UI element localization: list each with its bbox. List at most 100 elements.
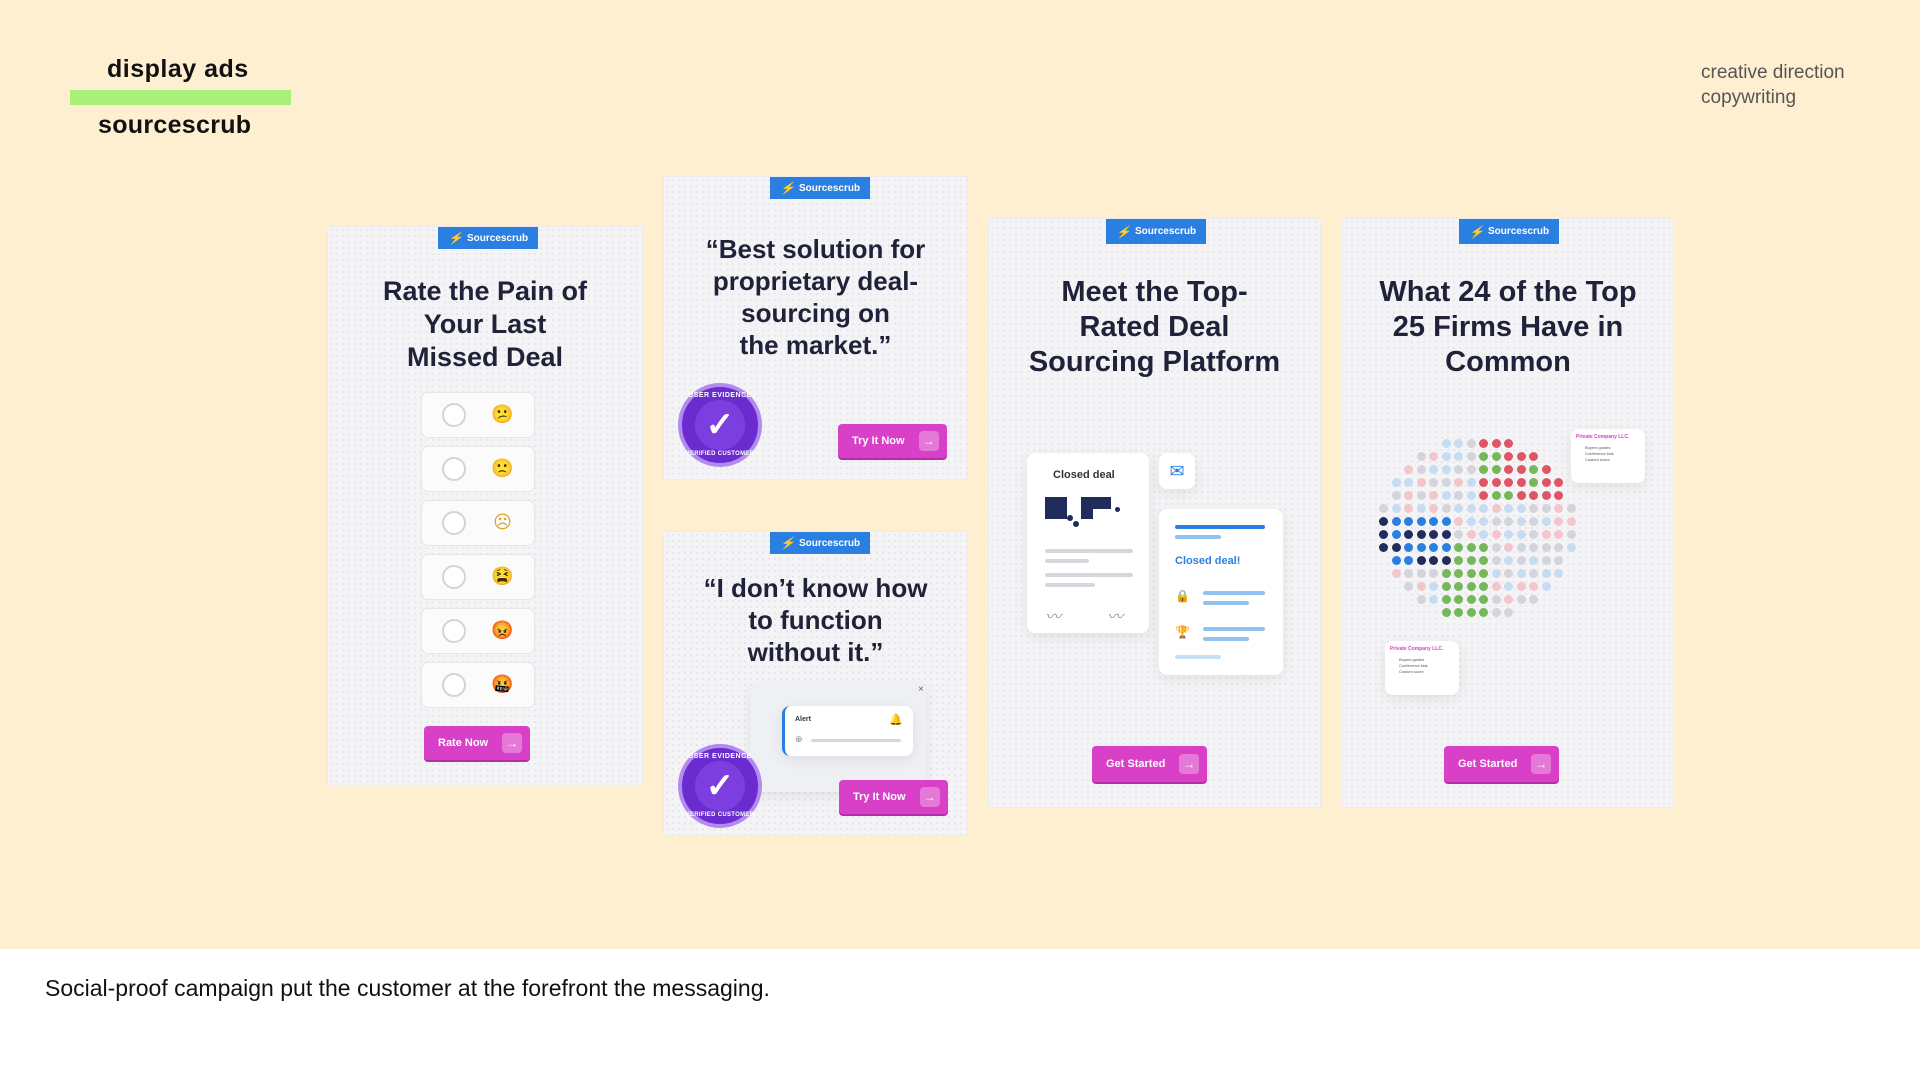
map-dot	[1441, 608, 1451, 617]
handshake-icon	[1045, 497, 1125, 531]
rating-option[interactable]: 😡	[421, 608, 535, 654]
radio-button[interactable]	[442, 511, 466, 535]
map-dot	[1479, 452, 1488, 461]
map-dot	[1454, 452, 1463, 461]
tired-emoji-icon: 😫	[491, 566, 514, 586]
map-dot	[1516, 569, 1526, 578]
rate-now-button[interactable]: Rate Now →	[424, 726, 531, 760]
client-name: sourcescrub	[98, 111, 252, 139]
brand-mark-icon: ⚡	[1469, 224, 1484, 239]
map-dot	[1441, 478, 1451, 487]
map-dot	[1416, 582, 1426, 591]
try-it-now-button[interactable]: Try It Now →	[839, 780, 948, 814]
rating-option[interactable]: 😫	[421, 554, 535, 600]
map-dot	[1391, 504, 1401, 513]
sourcescrub-logo: ⚡ Sourcescrub	[1459, 219, 1560, 244]
rating-option[interactable]: 🤬	[421, 662, 535, 708]
map-dot	[1416, 595, 1426, 604]
map-dot	[1429, 595, 1438, 604]
map-dot	[1554, 478, 1563, 487]
map-dot	[1441, 582, 1451, 591]
map-dot	[1479, 595, 1488, 604]
brand-mark-icon: ⚡	[1116, 224, 1131, 239]
map-dot	[1429, 517, 1438, 526]
map-dot	[1441, 530, 1451, 539]
map-dot	[1416, 517, 1426, 526]
map-dot	[1466, 556, 1476, 565]
sourcescrub-logo: ⚡ Sourcescrub	[770, 532, 871, 554]
map-dot	[1529, 504, 1538, 513]
map-dot	[1541, 556, 1551, 565]
map-dot	[1441, 439, 1451, 448]
map-dot	[1479, 465, 1488, 474]
map-dot	[1504, 478, 1513, 487]
map-dot	[1466, 439, 1476, 448]
map-dot	[1429, 465, 1438, 474]
map-dot	[1541, 543, 1551, 552]
ad-top-firms[interactable]: ⚡ Sourcescrub What 24 of the Top 25 Firm…	[1343, 219, 1673, 807]
ad-headline: Rate the Pain of Your Last Missed Deal	[382, 276, 588, 372]
close-icon[interactable]: ×	[918, 684, 924, 695]
map-dot	[1504, 452, 1513, 461]
map-dot	[1491, 530, 1501, 539]
map-dot	[1429, 582, 1438, 591]
ad-quote-function[interactable]: ⚡ Sourcescrub “I don’t know how to funct…	[664, 532, 967, 835]
map-dot	[1491, 543, 1501, 552]
map-dot	[1566, 543, 1576, 552]
map-dot	[1466, 569, 1476, 578]
map-dot	[1391, 517, 1401, 526]
radio-button[interactable]	[442, 619, 466, 643]
map-dot	[1441, 504, 1451, 513]
map-dot	[1441, 517, 1451, 526]
target-icon: ⊕	[795, 734, 803, 744]
map-dot	[1479, 543, 1488, 552]
ad-headline: “I don’t know how to function without it…	[703, 573, 928, 667]
angry-emoji-icon: 😡	[491, 620, 514, 640]
map-dot	[1454, 465, 1463, 474]
radio-button[interactable]	[442, 565, 466, 589]
map-dot	[1416, 478, 1426, 487]
map-dot	[1516, 465, 1526, 474]
map-dot	[1554, 504, 1563, 513]
map-dot	[1541, 465, 1551, 474]
radio-button[interactable]	[442, 403, 466, 427]
map-dot	[1466, 465, 1476, 474]
map-dot	[1466, 517, 1476, 526]
alert-text-line	[811, 739, 901, 742]
map-dot	[1504, 608, 1513, 617]
title-underline	[70, 90, 291, 105]
bell-icon: 🔔	[889, 714, 903, 726]
map-dot	[1479, 478, 1488, 487]
map-dot	[1529, 543, 1538, 552]
get-started-button[interactable]: Get Started →	[1092, 746, 1208, 782]
map-dot	[1554, 543, 1563, 552]
signature-icon: 〰	[1045, 609, 1062, 626]
rating-option[interactable]: 🙁	[421, 446, 535, 492]
map-dot	[1441, 595, 1451, 604]
try-it-now-button[interactable]: Try It Now →	[838, 424, 947, 458]
map-dot	[1404, 478, 1413, 487]
map-dot	[1391, 569, 1401, 578]
rating-option[interactable]: 😕	[421, 392, 535, 438]
map-dot	[1566, 530, 1576, 539]
radio-button[interactable]	[442, 673, 466, 697]
map-dot	[1441, 556, 1451, 565]
map-dot	[1504, 530, 1513, 539]
get-started-button[interactable]: Get Started →	[1444, 746, 1560, 782]
map-dot	[1541, 504, 1551, 513]
sourcescrub-logo: ⚡ Sourcescrub	[1106, 219, 1207, 244]
map-dot	[1391, 530, 1401, 539]
rating-option[interactable]: ☹	[421, 500, 535, 546]
map-dot	[1504, 582, 1513, 591]
ad-top-rated-platform[interactable]: ⚡ Sourcescrub Meet the Top- Rated Deal S…	[989, 219, 1320, 807]
map-dot	[1404, 530, 1413, 539]
arrow-right-icon: →	[1531, 754, 1552, 774]
arrow-right-icon: →	[918, 431, 939, 451]
radio-button[interactable]	[442, 457, 466, 481]
map-dot	[1491, 556, 1501, 565]
ad-quote-best-solution[interactable]: ⚡ Sourcescrub “Best solution for proprie…	[664, 177, 967, 479]
map-dot	[1504, 504, 1513, 513]
map-dot	[1554, 556, 1563, 565]
map-dot	[1416, 452, 1426, 461]
map-dot	[1466, 530, 1476, 539]
